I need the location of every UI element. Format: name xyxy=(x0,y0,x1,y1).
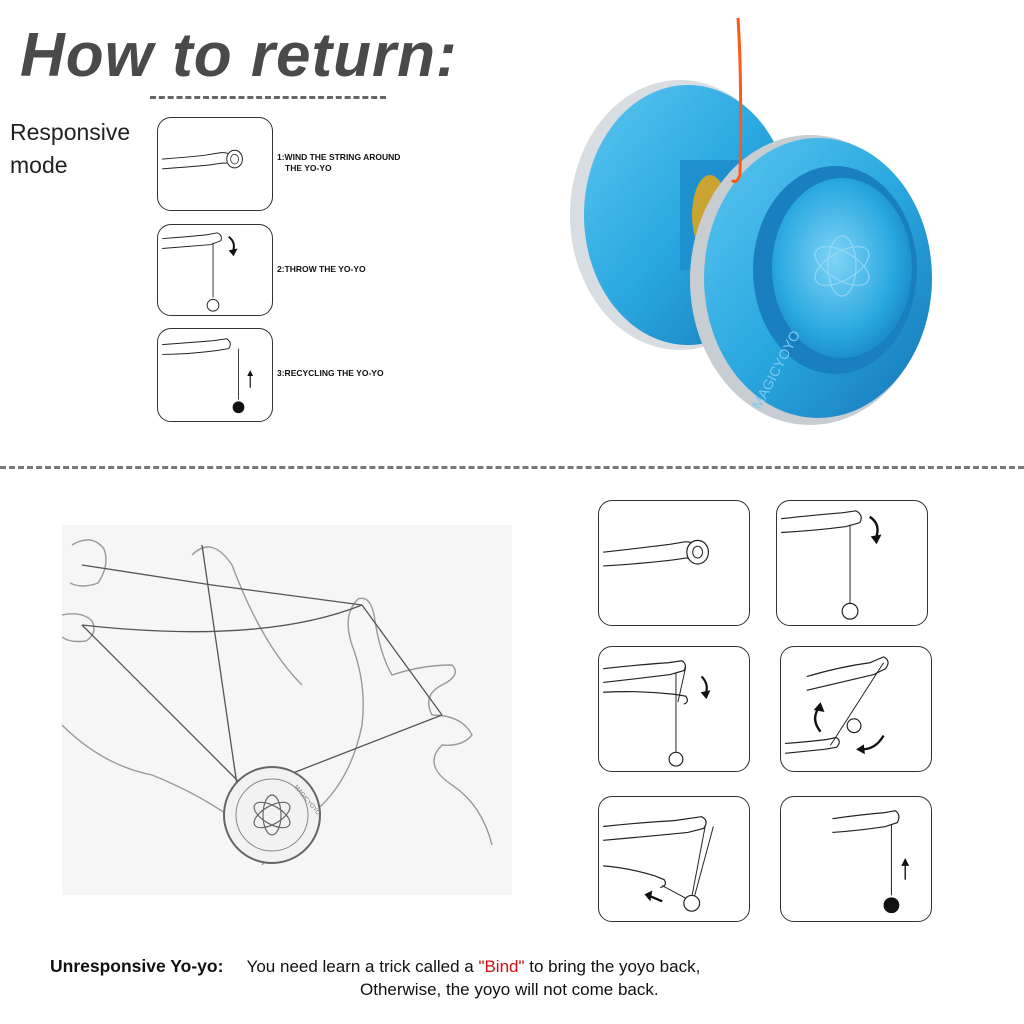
wind-string-icon xyxy=(603,539,710,567)
unresponsive-description-line1: Unresponsive Yo-yo: You need learn a tri… xyxy=(50,956,700,977)
responsive-step-1-text: 1:WIND THE STRING AROUND THE YO-YO xyxy=(277,152,437,174)
step-2-line1: 2:THROW THE YO-YO xyxy=(277,264,366,274)
responsive-label-line1: Responsive xyxy=(10,119,131,145)
recycle-yoyo-illustration xyxy=(162,338,254,414)
responsive-label-line2: mode xyxy=(10,152,68,178)
step-1-line2: THE YO-YO xyxy=(285,163,332,173)
bind-catch-icon xyxy=(603,816,714,912)
step-3-line1: 3:RECYCLING THE YO-YO xyxy=(277,368,384,378)
unresponsive-step-1-panel xyxy=(598,500,750,626)
unresponsive-step-6-panel xyxy=(780,796,932,922)
unresponsive-text-after: to bring the yoyo back, xyxy=(524,957,701,976)
page-title: How to return: xyxy=(20,21,458,90)
responsive-step-2-text: 2:THROW THE YO-YO xyxy=(277,264,437,275)
wind-string-illustration xyxy=(162,149,243,170)
responsive-step-1-panel xyxy=(157,117,273,211)
throw-yoyo-illustration xyxy=(162,232,238,312)
throw-down-icon xyxy=(781,510,882,620)
swing-yoyo-icon xyxy=(785,656,889,755)
bind-word: "Bind" xyxy=(478,957,525,976)
unresponsive-step-4-panel xyxy=(780,646,932,772)
responsive-step-2-panel xyxy=(157,224,273,316)
unresponsive-description-line2: Otherwise, the yoyo will not come back. xyxy=(360,980,659,999)
unresponsive-step-3-panel xyxy=(598,646,750,772)
responsive-step-3-text: 3:RECYCLING THE YO-YO xyxy=(277,368,437,379)
section-divider xyxy=(0,466,1024,469)
responsive-mode-label: Responsive mode xyxy=(10,116,160,182)
unresponsive-label: Unresponsive Yo-yo: xyxy=(50,956,224,976)
responsive-step-3-panel xyxy=(157,328,273,422)
product-yoyo-image: MAGICYOYO xyxy=(570,17,932,425)
unresponsive-text-before: You need learn a trick called a xyxy=(246,957,479,976)
loop-string-icon xyxy=(603,660,711,767)
title-underline xyxy=(150,96,386,99)
bind-trick-sketch: MAGICYOYO xyxy=(62,525,512,895)
return-yoyo-icon xyxy=(832,810,910,914)
unresponsive-step-5-panel xyxy=(598,796,750,922)
step-1-line1: 1:WIND THE STRING AROUND xyxy=(277,152,401,162)
unresponsive-step-2-panel xyxy=(776,500,928,626)
